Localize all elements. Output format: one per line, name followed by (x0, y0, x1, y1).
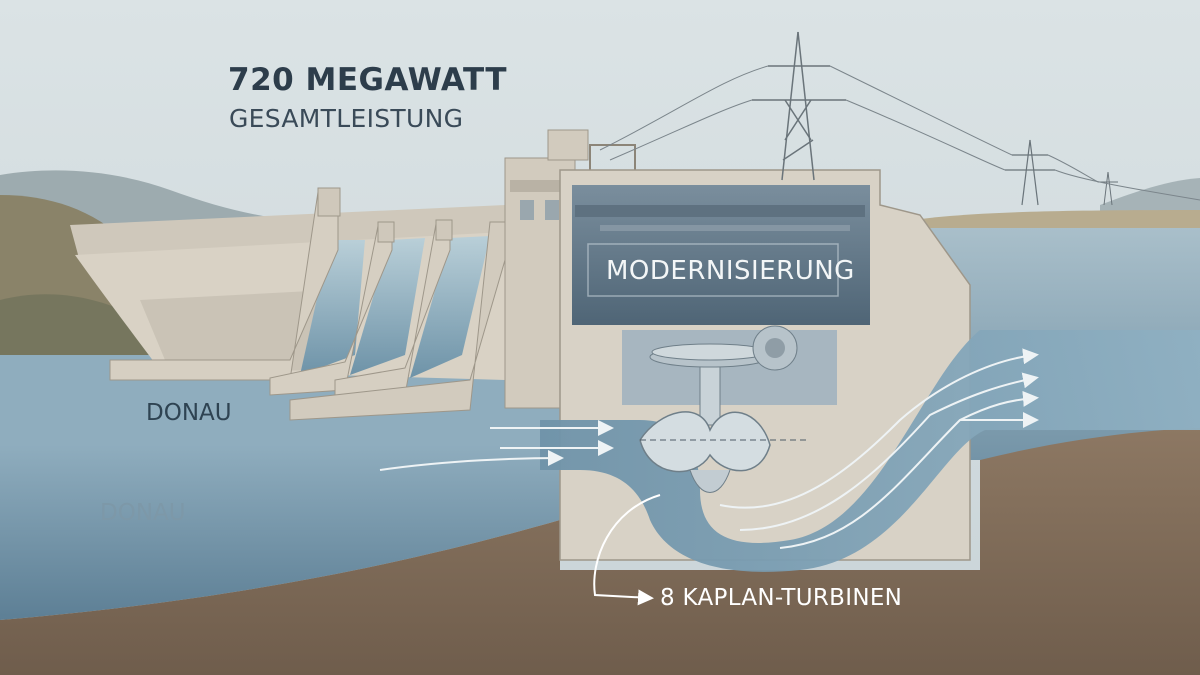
crane-beam (600, 225, 850, 231)
river-upstream (0, 355, 560, 460)
crane-rail (575, 205, 865, 217)
turbine-label: 8 KAPLAN-TURBINEN (660, 585, 903, 611)
transmission-tower-mid (1005, 139, 1055, 206)
hall-label-frame (587, 243, 839, 297)
generator-pit (622, 330, 837, 405)
intake-flow (540, 330, 1200, 572)
headline-value: 720 MEGAWATT (228, 62, 507, 98)
headline-caption: GESAMTLEISTUNG (229, 104, 464, 133)
river-label-upper: DONAU (146, 400, 232, 426)
pier-cap-2 (377, 221, 395, 243)
pier-cap-1 (317, 187, 341, 217)
spillway-chute-2 (350, 238, 425, 375)
transmission-tower-large (752, 31, 846, 181)
river-label-lower: DONAU (100, 500, 186, 526)
river-depth (0, 445, 560, 620)
flow-arrows (379, 348, 1039, 549)
left-riverbank-shade (0, 294, 180, 362)
powerhouse-label: MODERNISIERUNG (606, 256, 855, 286)
spillways (109, 187, 506, 421)
dam-face-shadow (140, 290, 330, 372)
riverbed-earth (0, 428, 1200, 675)
power-lines (599, 65, 1200, 201)
turbine-assembly (639, 325, 810, 493)
turbine-callout-arrow (593, 494, 661, 606)
pier-cap-3 (435, 219, 453, 241)
spillway-chute-3 (410, 236, 490, 378)
spillway-chute-1 (300, 240, 365, 375)
dam-crest (70, 205, 505, 262)
